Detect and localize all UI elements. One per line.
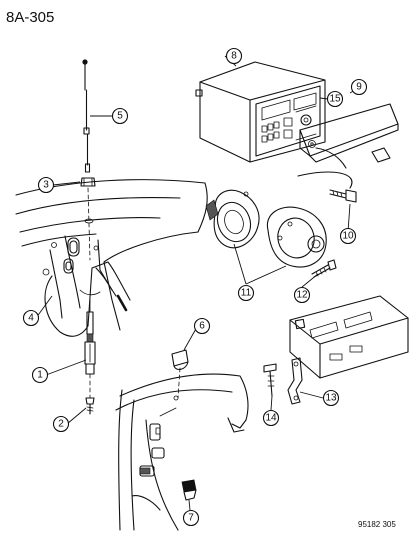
install-axis	[87, 187, 91, 261]
figure-code: 95182 305	[358, 520, 396, 529]
speaker-left	[205, 189, 260, 249]
bracket-bolt	[329, 189, 357, 203]
svg-text:4: 4	[28, 313, 34, 324]
module-bracket	[287, 357, 303, 405]
svg-text:13: 13	[325, 393, 337, 404]
antenna-mast	[82, 59, 91, 173]
callout-11: 11	[237, 284, 255, 302]
callout-6: 6	[193, 317, 211, 335]
svg-text:10: 10	[342, 231, 354, 242]
radio-receiver	[195, 61, 326, 163]
svg-text:3: 3	[43, 180, 49, 191]
page-title: 8A-305	[6, 9, 54, 26]
svg-text:11: 11	[241, 288, 252, 299]
base-screw	[85, 397, 95, 415]
speaker-right	[266, 206, 327, 268]
svg-text:6: 6	[199, 321, 205, 332]
callout-10: 10	[339, 227, 357, 245]
antenna-grommet	[171, 349, 189, 399]
callout-15: 15	[326, 90, 344, 108]
callout-4: 4	[22, 309, 40, 327]
svg-text:14: 14	[265, 413, 277, 424]
callout-8: 8	[225, 47, 243, 65]
module-screw	[263, 363, 277, 397]
callout-14: 14	[262, 409, 280, 427]
svg-text:2: 2	[58, 419, 64, 430]
svg-text:12: 12	[296, 290, 308, 301]
radio-mounting-bracket	[297, 103, 399, 189]
svg-text:1: 1	[37, 370, 43, 381]
body-side-panel	[115, 373, 249, 531]
antenna-base-assembly	[84, 299, 96, 399]
callout-12: 12	[293, 286, 311, 304]
svg-text:7: 7	[188, 513, 194, 524]
callout-1: 1	[31, 366, 49, 384]
callout-3: 3	[37, 176, 55, 194]
mounting-nut	[181, 479, 197, 501]
leader-lines	[35, 55, 363, 511]
antenna-cable	[44, 261, 131, 337]
callout-5: 5	[111, 107, 129, 125]
callout-9: 9	[350, 78, 368, 96]
callout-13: 13	[322, 389, 340, 407]
callout-2: 2	[52, 415, 70, 433]
svg-text:15: 15	[329, 94, 341, 105]
svg-text:8: 8	[231, 51, 237, 62]
callout-7: 7	[182, 509, 200, 527]
fender-body-panel	[15, 179, 208, 331]
svg-text:9: 9	[356, 82, 362, 93]
svg-text:5: 5	[117, 111, 123, 122]
amplifier-module	[289, 295, 409, 379]
